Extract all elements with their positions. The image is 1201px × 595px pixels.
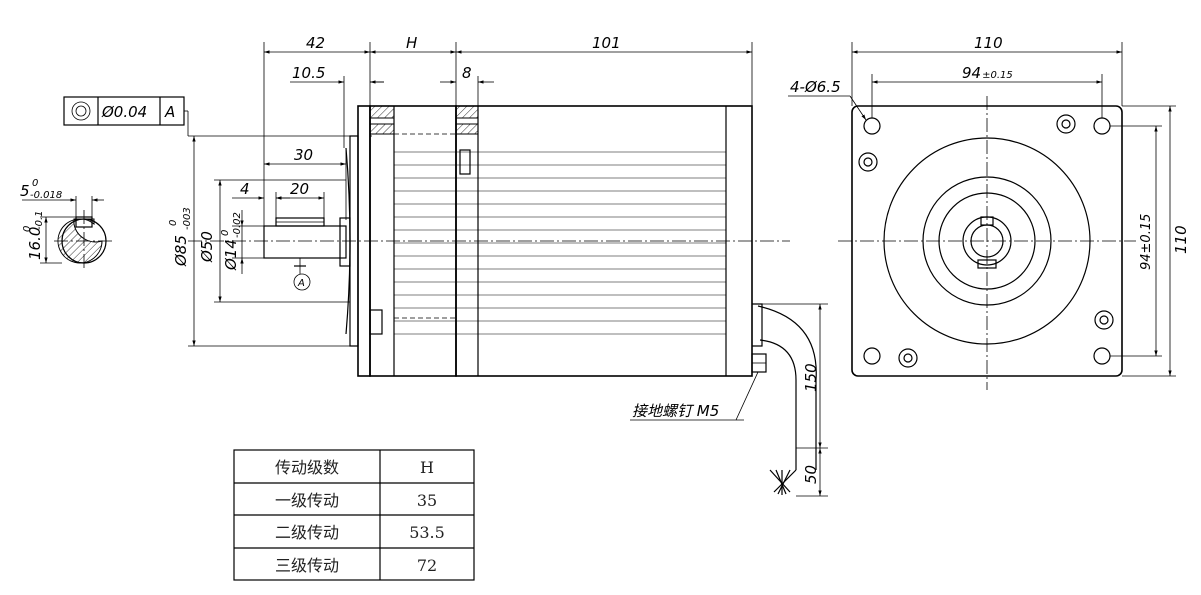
- dim-101: 101: [592, 34, 621, 52]
- dim-pilot-tol-upper: 0: [168, 220, 179, 226]
- gear-boss: [369, 309, 383, 335]
- table-cell: 35: [417, 491, 437, 510]
- concentricity-icon: [71, 101, 91, 121]
- cooling-fins: [394, 151, 726, 335]
- table-cell: 53.5: [409, 523, 445, 542]
- datum-a-marker: [293, 273, 311, 291]
- front-dim-height-110: 110: [1172, 225, 1190, 254]
- shaft-collar: [339, 217, 351, 267]
- front-key: [980, 216, 994, 226]
- mount-hole: [1093, 117, 1111, 135]
- front-hole-callout: 4-Ø6.5: [790, 78, 841, 96]
- dim-pilot-tol-lower: -003: [182, 207, 193, 230]
- table-row: 三级传动: [275, 556, 339, 575]
- gear-hole: [1094, 310, 1114, 330]
- mount-holes: [858, 114, 1114, 368]
- gear-hole: [1056, 114, 1076, 134]
- mount-hole: [863, 347, 881, 365]
- key-width-upper: 0: [32, 178, 38, 189]
- dim-10-5: 10.5: [292, 64, 325, 82]
- front-dim-110: 110: [974, 34, 1003, 52]
- dim-8: 8: [462, 64, 472, 82]
- dim-H: H: [406, 34, 417, 52]
- key-height-lower: -0.1: [34, 210, 45, 230]
- front-dim-height-94: 94±0.15: [1139, 214, 1154, 270]
- body-clip: [459, 149, 471, 175]
- side-view: 接地螺钉 M5 42 H 101 10.5 8 30 4 20: [168, 34, 828, 497]
- gear-hole: [858, 152, 878, 172]
- motor-body: [455, 105, 753, 377]
- tolerance-value: Ø0.04: [101, 103, 147, 121]
- dim-shaft-tol-upper: 0: [220, 230, 231, 236]
- gear-hole: [898, 348, 918, 368]
- dim-42: 42: [306, 34, 325, 52]
- key-height-upper: 0: [22, 226, 33, 232]
- mount-hole: [863, 117, 881, 135]
- front-dim-94: 94±0.15: [962, 64, 1013, 82]
- key-width: 5: [20, 182, 30, 200]
- table-header-h: H: [420, 458, 434, 477]
- key-section: 5 0 -0.018 16.0 0 -0.1: [20, 178, 114, 270]
- front-pilot-circle: [883, 137, 1091, 345]
- front-view: 110 94±0.15 4-Ø6.5 110 94±0.15: [788, 34, 1190, 390]
- dim-20: 20: [290, 180, 309, 198]
- dim-pilot-diameter: Ø85: [172, 235, 190, 267]
- ground-screw-label: 接地螺钉 M5: [632, 402, 719, 420]
- key-height: 16.0: [26, 227, 44, 260]
- cable-gland: [752, 303, 763, 347]
- key-width-lower: -0.018: [30, 190, 62, 201]
- transmission-table: 传动级数 H 一级传动 35 二级传动 53.5 三级传动 72: [233, 449, 475, 581]
- dim-lead-150: 150: [802, 363, 820, 392]
- table-header-stage: 传动级数: [275, 458, 339, 477]
- datum-a-label: A: [297, 278, 305, 289]
- dim-lead-50: 50: [802, 465, 820, 484]
- dim-30: 30: [294, 146, 313, 164]
- table-row: 二级传动: [275, 523, 339, 542]
- table-row: 一级传动: [275, 491, 339, 510]
- mount-hole: [1093, 347, 1111, 365]
- dim-shaft-diameter: Ø14: [222, 239, 240, 271]
- table-cell: 72: [417, 556, 437, 575]
- dim-4: 4: [240, 180, 250, 198]
- dim-50: Ø50: [198, 231, 216, 263]
- tolerance-frame: Ø0.04 A: [63, 96, 189, 136]
- tolerance-datum: A: [164, 103, 175, 121]
- dim-shaft-tol-lower: -0.02: [232, 212, 243, 238]
- front-step-circle: [922, 176, 1052, 306]
- shaft: [263, 225, 347, 259]
